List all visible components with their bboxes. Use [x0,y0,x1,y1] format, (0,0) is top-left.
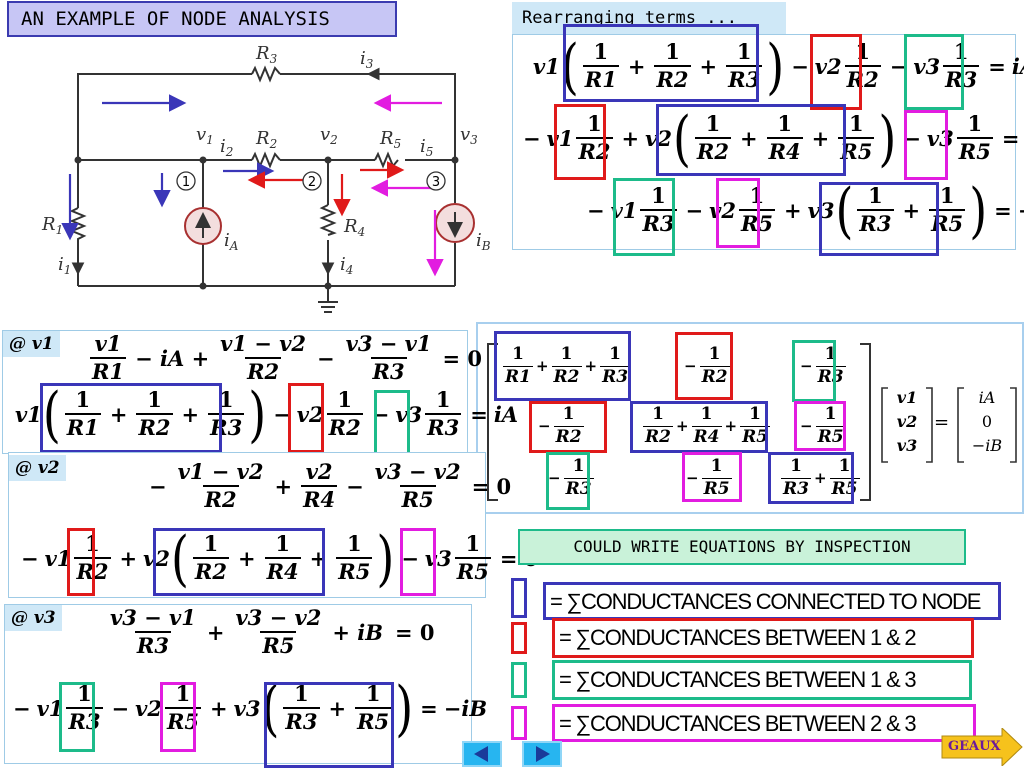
legend-swatch-green [511,662,527,698]
legend-blue: = ∑CONDUCTANCES CONNECTED TO NODE [543,582,1001,620]
node-label-1: 1 [182,175,190,190]
geaux-label: GEAUX [948,739,1001,754]
legend-swatch-blue [511,578,527,618]
node3-tag: @ v3 [5,605,62,631]
legend-red: = ∑CONDUCTANCES BETWEEN 1 & 2 [552,618,974,658]
geaux-arrow-icon [941,726,1023,768]
label-i1: i1 [58,254,71,277]
rearranging-label: Rearranging terms ... [512,2,786,34]
label-v2: v2 [320,124,338,147]
node2-rearranged: −v1 1R2 +v2 ( 1R2+ 1R4+ 1R5 ) −v3 1R5 =0 [21,522,538,594]
legend-swatch-red [511,622,527,654]
label-i5: i5 [420,136,433,159]
node1-tag: @ v1 [3,331,60,357]
slide-title: AN EXAMPLE OF NODE ANALYSIS [7,1,397,37]
circuit-nodes [74,156,459,290]
current-source-ia [184,207,222,245]
inspection-caption: COULD WRITE EQUATIONS BY INSPECTION [518,529,966,565]
rearranged-eq-3: −v1 1R3 − v2 1R5 + v3 ( 1R3 + 1R5 ) =−iB [587,174,1024,246]
label-r1: R1 [41,214,63,237]
triangle-left-icon [474,746,488,762]
rhs-brackets [957,387,1017,463]
label-v3: v3 [460,124,478,147]
vector-brackets [881,387,933,463]
resistor-r2 [251,151,281,169]
geaux-button[interactable]: GEAUX [940,726,1024,768]
label-i3: i3 [360,48,374,71]
current-source-ib [435,203,475,243]
legend-green: = ∑CONDUCTANCES BETWEEN 1 & 3 [552,660,972,700]
label-v1: v1 [196,124,214,147]
resistor-r3 [251,65,281,83]
triangle-right-icon [536,746,550,762]
label-ia: iA [224,230,239,253]
label-i4: i4 [340,254,353,277]
matrix-equals: = [934,412,950,433]
prev-slide-button[interactable] [462,741,502,767]
left-bracket [487,343,498,501]
right-bracket [860,343,871,501]
ground-icon [318,301,338,313]
label-i2: i2 [220,136,233,159]
node-label-3: 3 [432,175,440,190]
node2-tag: @ v2 [9,455,66,481]
label-ib: iB [476,230,491,253]
resistor-r4 [319,204,337,236]
resistor-r1 [69,207,87,244]
label-r2: R2 [255,128,277,151]
legend-magenta: = ∑CONDUCTANCES BETWEEN 2 & 3 [552,704,976,742]
next-slide-button[interactable] [522,741,562,767]
label-r5: R5 [379,128,401,151]
circuit-wires [69,65,456,302]
label-r3: R3 [255,43,278,66]
label-r4: R4 [343,216,365,239]
resistor-r5 [374,151,399,169]
legend-swatch-magenta [511,706,527,740]
node-label-2: 2 [308,175,316,190]
circuit-diagram: 1 2 3 R3 R2 R5 R1 R4 i3 i2 i5 i1 i4 iA i… [41,43,491,313]
